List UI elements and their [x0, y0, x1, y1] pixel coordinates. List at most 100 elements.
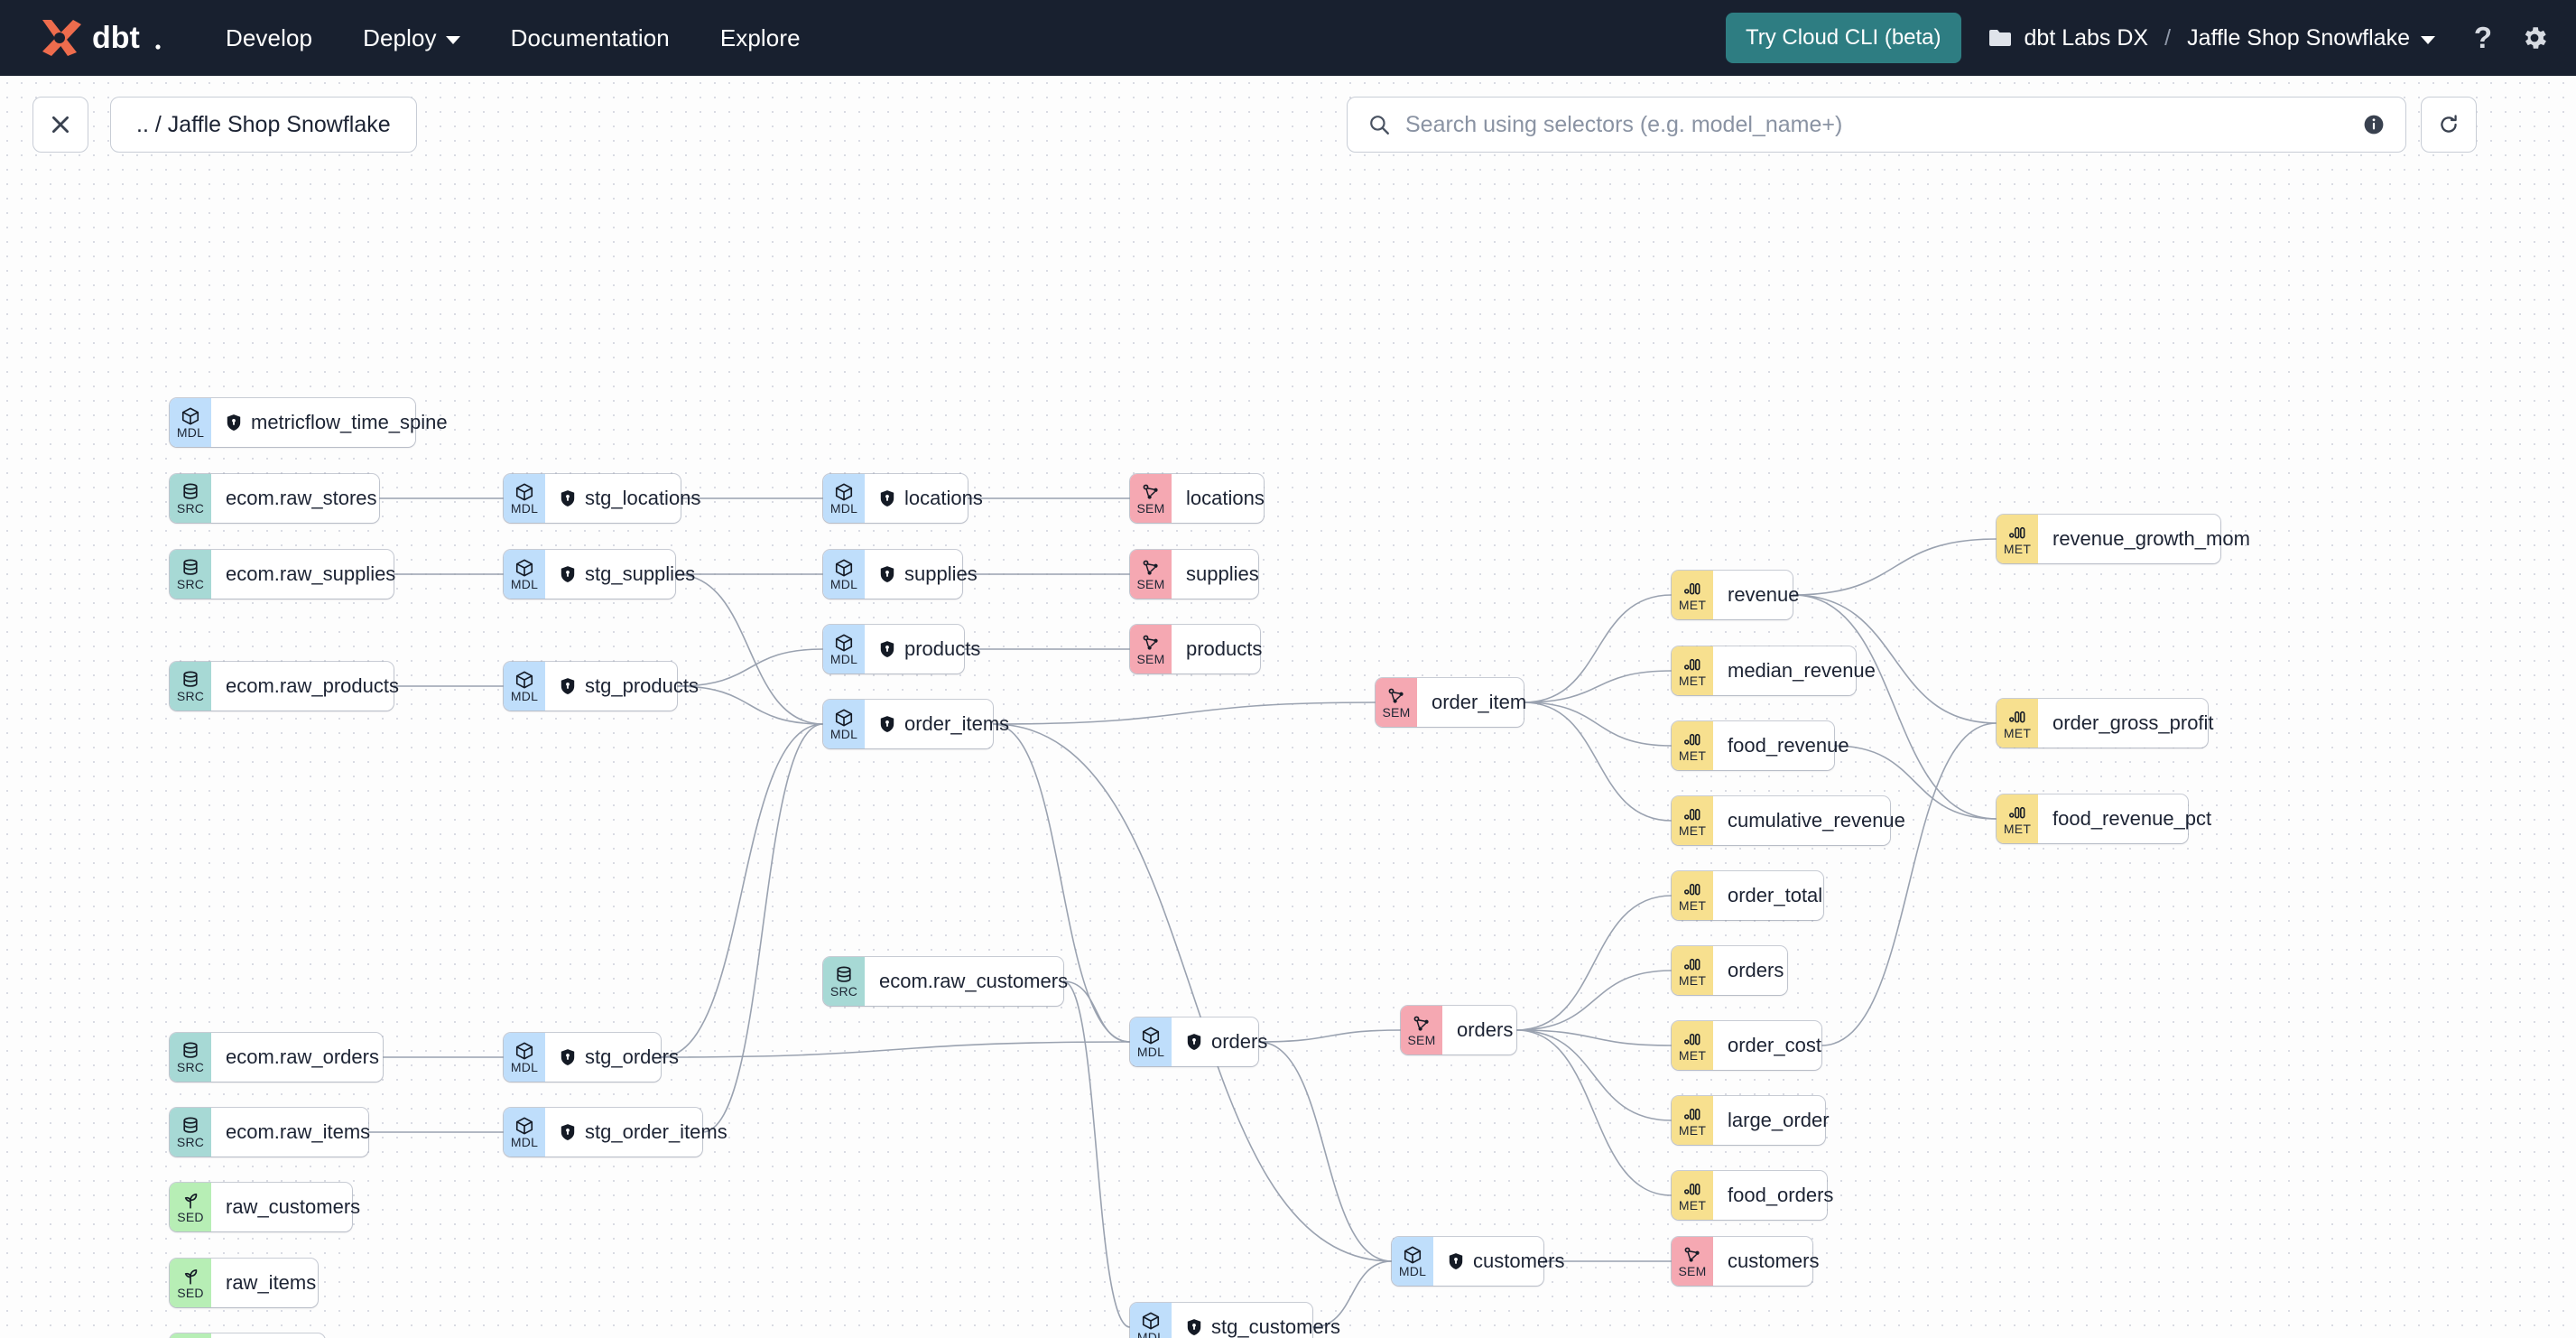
edge-sem_orders-to-met_orders: [1515, 970, 1673, 1031]
cube-icon: [515, 671, 533, 688]
graph-node-mdl_orders[interactable]: MDL orders: [1130, 1017, 1267, 1066]
node-type-abbr: MDL: [1136, 1044, 1165, 1059]
node-label-wrap: stg_customers: [1172, 1303, 1357, 1338]
node-label-wrap: order_total: [1713, 871, 1839, 920]
close-button[interactable]: [32, 97, 88, 153]
search-box[interactable]: [1347, 97, 2406, 153]
refresh-button[interactable]: [2421, 97, 2477, 153]
node-type-abbr: MDL: [510, 688, 539, 703]
node-label-wrap: locations: [1172, 474, 1281, 523]
node-label: food_revenue_pct: [2052, 807, 2212, 830]
question-mark-icon[interactable]: ?: [2469, 23, 2497, 53]
node-label: revenue_growth_mom: [2052, 527, 2250, 550]
cube-icon: [515, 1042, 533, 1059]
shield-icon: [1448, 1252, 1464, 1270]
edge-mdl_order_items-to-sem_order_item: [992, 702, 1376, 725]
gear-icon[interactable]: [2520, 23, 2549, 52]
node-label-wrap: stg_locations: [545, 474, 717, 523]
node-type-abbr: MDL: [510, 1134, 539, 1149]
node-label-wrap: food_revenue_pct: [2038, 794, 2228, 843]
graph-node-sem_products[interactable]: SEM products: [1130, 625, 1263, 674]
bar-chart-icon: [2008, 526, 2025, 538]
info-icon[interactable]: [2362, 113, 2386, 136]
search-input[interactable]: [1405, 111, 2348, 138]
node-type-badge-mdl: MDL: [823, 700, 865, 748]
database-icon: [183, 1042, 198, 1058]
cube-icon: [835, 709, 853, 726]
node-label: metricflow_time_spine: [251, 411, 448, 433]
node-label: ecom.raw_items: [226, 1120, 371, 1143]
graph-node-met_large_order[interactable]: MET large_order: [1672, 1096, 1830, 1145]
node-label: products: [1186, 637, 1263, 660]
bar-chart-icon: [1683, 883, 1700, 895]
project-selector[interactable]: Jaffle Shop Snowflake: [2187, 25, 2435, 51]
node-type-badge-sem: SEM: [1401, 1006, 1442, 1055]
graph-breadcrumb-chip[interactable]: .. / Jaffle Shop Snowflake: [110, 97, 417, 153]
try-cloud-cli-button[interactable]: Try Cloud CLI (beta): [1726, 13, 1961, 63]
cube-icon: [515, 1117, 533, 1134]
bar-chart-icon: [1683, 582, 1700, 594]
node-type-badge-mdl: MDL: [170, 398, 211, 447]
node-type-abbr: SEM: [1136, 500, 1165, 516]
node-label-wrap: ecom.raw_items: [211, 1108, 386, 1157]
node-label-wrap: order_gross_profit: [2038, 699, 2230, 748]
graph-node-metricflow_time_spine[interactable]: MDL metricflow_time_spine: [170, 398, 448, 447]
node-label: order_gross_profit: [2052, 711, 2214, 734]
dbt-logo[interactable]: dbt: [36, 16, 162, 60]
edge-met_revenue-to-met_order_gross_profit: [1792, 594, 1997, 724]
node-type-badge-met: MET: [1672, 1096, 1713, 1145]
nav-link-explore[interactable]: Explore: [720, 24, 801, 52]
search-icon: [1370, 116, 1389, 135]
node-label: large_order: [1728, 1109, 1830, 1131]
account-name[interactable]: dbt Labs DX: [2024, 24, 2149, 51]
graph-nodes-icon: [1388, 688, 1404, 703]
nav-link-deploy[interactable]: Deploy: [363, 24, 460, 52]
nav-link-develop[interactable]: Develop: [226, 24, 312, 52]
node-label-wrap: raw_items: [211, 1259, 332, 1307]
node-type-badge-sem: SEM: [1130, 474, 1172, 523]
nav-link-explore-label: Explore: [719, 23, 801, 51]
node-type-badge-src: SRC: [170, 474, 211, 523]
nav-link-documentation[interactable]: Documentation: [511, 24, 670, 52]
node-label: orders: [1211, 1030, 1268, 1053]
node-type-abbr: SEM: [1136, 651, 1165, 666]
node-type-badge-mdl: MDL: [504, 550, 545, 599]
